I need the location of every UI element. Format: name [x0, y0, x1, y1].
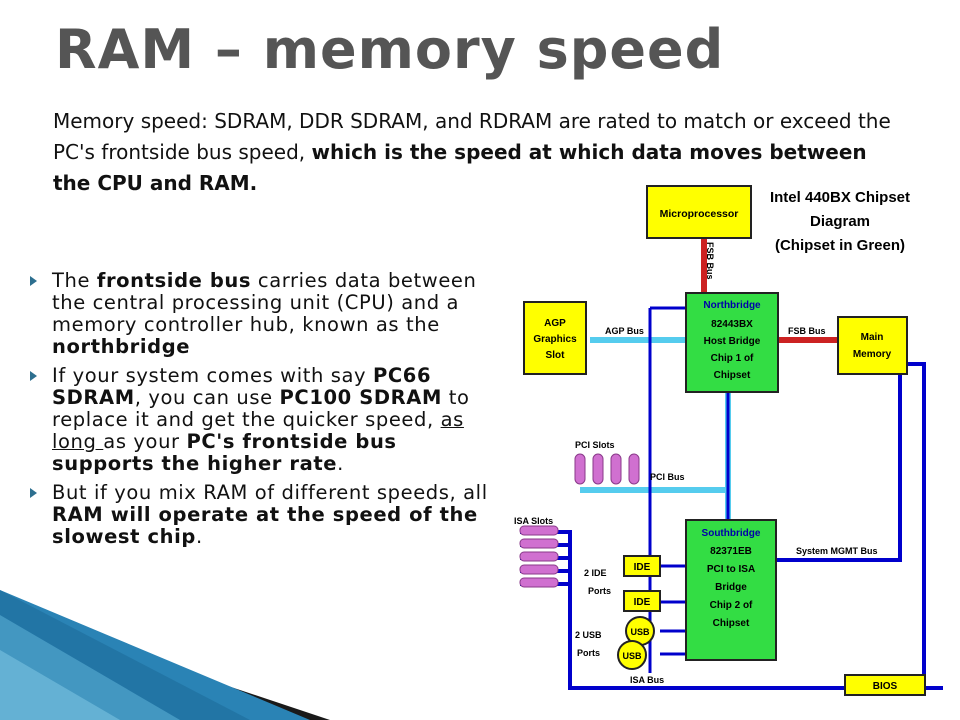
pci-slot: [610, 453, 622, 485]
bullet-bold: frontside bus: [96, 269, 252, 292]
intro-term: Memory speed: [53, 109, 202, 133]
bullet-text: The: [52, 269, 97, 292]
intro-text: : SDRAM, DDR SDRAM, and RDRAM are rated …: [53, 109, 891, 164]
ide-box: [623, 590, 661, 612]
bullet-item: The frontside bus carries data between t…: [30, 270, 500, 358]
pci-slot: [592, 453, 604, 485]
main-memory-box: [837, 316, 908, 375]
bios-box: [844, 674, 926, 696]
usb-label: USB: [630, 627, 650, 637]
pci-slots-label: PCI Slots: [575, 440, 615, 450]
bullet-text: as your: [103, 430, 187, 453]
bullet-underlined: as long: [52, 408, 464, 453]
pci-bus-label: PCI Bus: [650, 472, 685, 482]
bullet-bold: PC's frontside bus supports the higher r…: [52, 430, 397, 475]
isa-slot: [519, 577, 559, 588]
northbridge-box: [685, 292, 779, 393]
ide-box: [623, 555, 661, 577]
ide-label: IDE: [634, 562, 651, 573]
bullet-text: .: [195, 525, 203, 548]
northbridge-label: Chip 1 of: [711, 353, 754, 364]
fsb-vertical-label: FSB Bus: [705, 242, 715, 280]
agp-slot-label: AGP: [544, 318, 566, 329]
diagram-title-line: Diagram: [810, 213, 870, 230]
bullet-text: .: [337, 452, 344, 475]
southbridge-label: PCI to ISA: [707, 564, 755, 575]
northbridge-label: Host Bridge: [704, 336, 761, 347]
usb-ports-label: Ports: [577, 648, 600, 658]
usb-port: [617, 640, 647, 670]
southbridge-label: Bridge: [715, 582, 747, 593]
corner-highlight: [0, 650, 120, 720]
microprocessor-box: [646, 185, 752, 239]
bullet-list: The frontside bus carries data between t…: [30, 270, 500, 555]
pci-slot: [574, 453, 586, 485]
diagram-title-line: Intel 440BX Chipset: [770, 189, 910, 206]
corner-decoration: [0, 590, 330, 720]
intro-emphasis: which is the speed at which data moves b…: [53, 140, 867, 195]
bios-label: BIOS: [873, 681, 898, 692]
southbridge-label: 82371EB: [710, 546, 752, 557]
southbridge-label: Chip 2 of: [710, 600, 753, 611]
bullet-arrow-icon: [30, 276, 37, 286]
bullet-arrow-icon: [30, 371, 37, 381]
isa-slots: [519, 525, 559, 588]
agp-slot-label: Slot: [546, 350, 566, 361]
northbridge-label: Chipset: [714, 370, 751, 381]
pci-slot: [628, 453, 640, 485]
isa-slot: [519, 525, 559, 536]
southbridge-label: Chipset: [713, 618, 750, 629]
bullet-item: If your system comes with say PC66 SDRAM…: [30, 365, 500, 475]
bullet-arrow-icon: [30, 488, 37, 498]
agp-slot-label: Graphics: [533, 334, 577, 345]
main-memory-label: Memory: [853, 349, 892, 360]
isa-slot: [519, 564, 559, 575]
southbridge-box: [685, 519, 777, 661]
pci-slots: [574, 453, 640, 485]
bullet-bold: RAM will operate at the speed of the slo…: [52, 503, 478, 548]
northbridge-label: Northbridge: [703, 300, 761, 311]
main-memory-label: Main: [861, 332, 884, 343]
bullet-bold: PC100 SDRAM: [279, 386, 442, 409]
isa-slots-label: ISA Slots: [514, 516, 553, 526]
usb-ports-label: 2 USB: [575, 630, 602, 640]
microprocessor-label: Microprocessor: [660, 208, 739, 220]
corner-highlight: [0, 615, 180, 720]
southbridge-label: Southbridge: [702, 528, 761, 539]
isa-slot: [519, 538, 559, 549]
bullet-item: But if you mix RAM of different speeds, …: [30, 482, 500, 548]
fsb-bus-label: FSB Bus: [788, 326, 826, 336]
isa-bus-label: ISA Bus: [630, 675, 664, 685]
northbridge-label: 82443BX: [711, 319, 753, 330]
ide-ports-label: 2 IDE: [584, 568, 607, 578]
agp-bus-label: AGP Bus: [605, 326, 644, 336]
agp-slot-box: [523, 301, 587, 375]
bullet-text: carries data between the central process…: [52, 269, 477, 336]
intro-paragraph: Memory speed: SDRAM, DDR SDRAM, and RDRA…: [53, 106, 903, 199]
bullet-text: to replace it and get the quicker speed,: [52, 386, 470, 431]
slide-title: RAM – memory speed: [55, 18, 725, 81]
bullet-text: But if you mix RAM of different speeds, …: [52, 481, 488, 504]
system-mgmt-bus-line: [776, 362, 926, 688]
system-mgmt-bus-label: System MGMT Bus: [796, 546, 878, 556]
chipset-diagram: Microprocessor AGP Graphics Slot Northbr…: [514, 185, 943, 696]
bullet-bold: northbridge: [52, 335, 191, 358]
diagram-title-line: (Chipset in Green): [775, 237, 905, 254]
ide-label: IDE: [634, 597, 651, 608]
bullet-text: If your system comes with say: [52, 364, 373, 387]
usb-label: USB: [622, 651, 642, 661]
ide-ports-label: Ports: [588, 586, 611, 596]
isa-slot: [519, 551, 559, 562]
bullet-text: , you can use: [134, 386, 280, 409]
bullet-bold: PC66 SDRAM: [52, 364, 432, 409]
